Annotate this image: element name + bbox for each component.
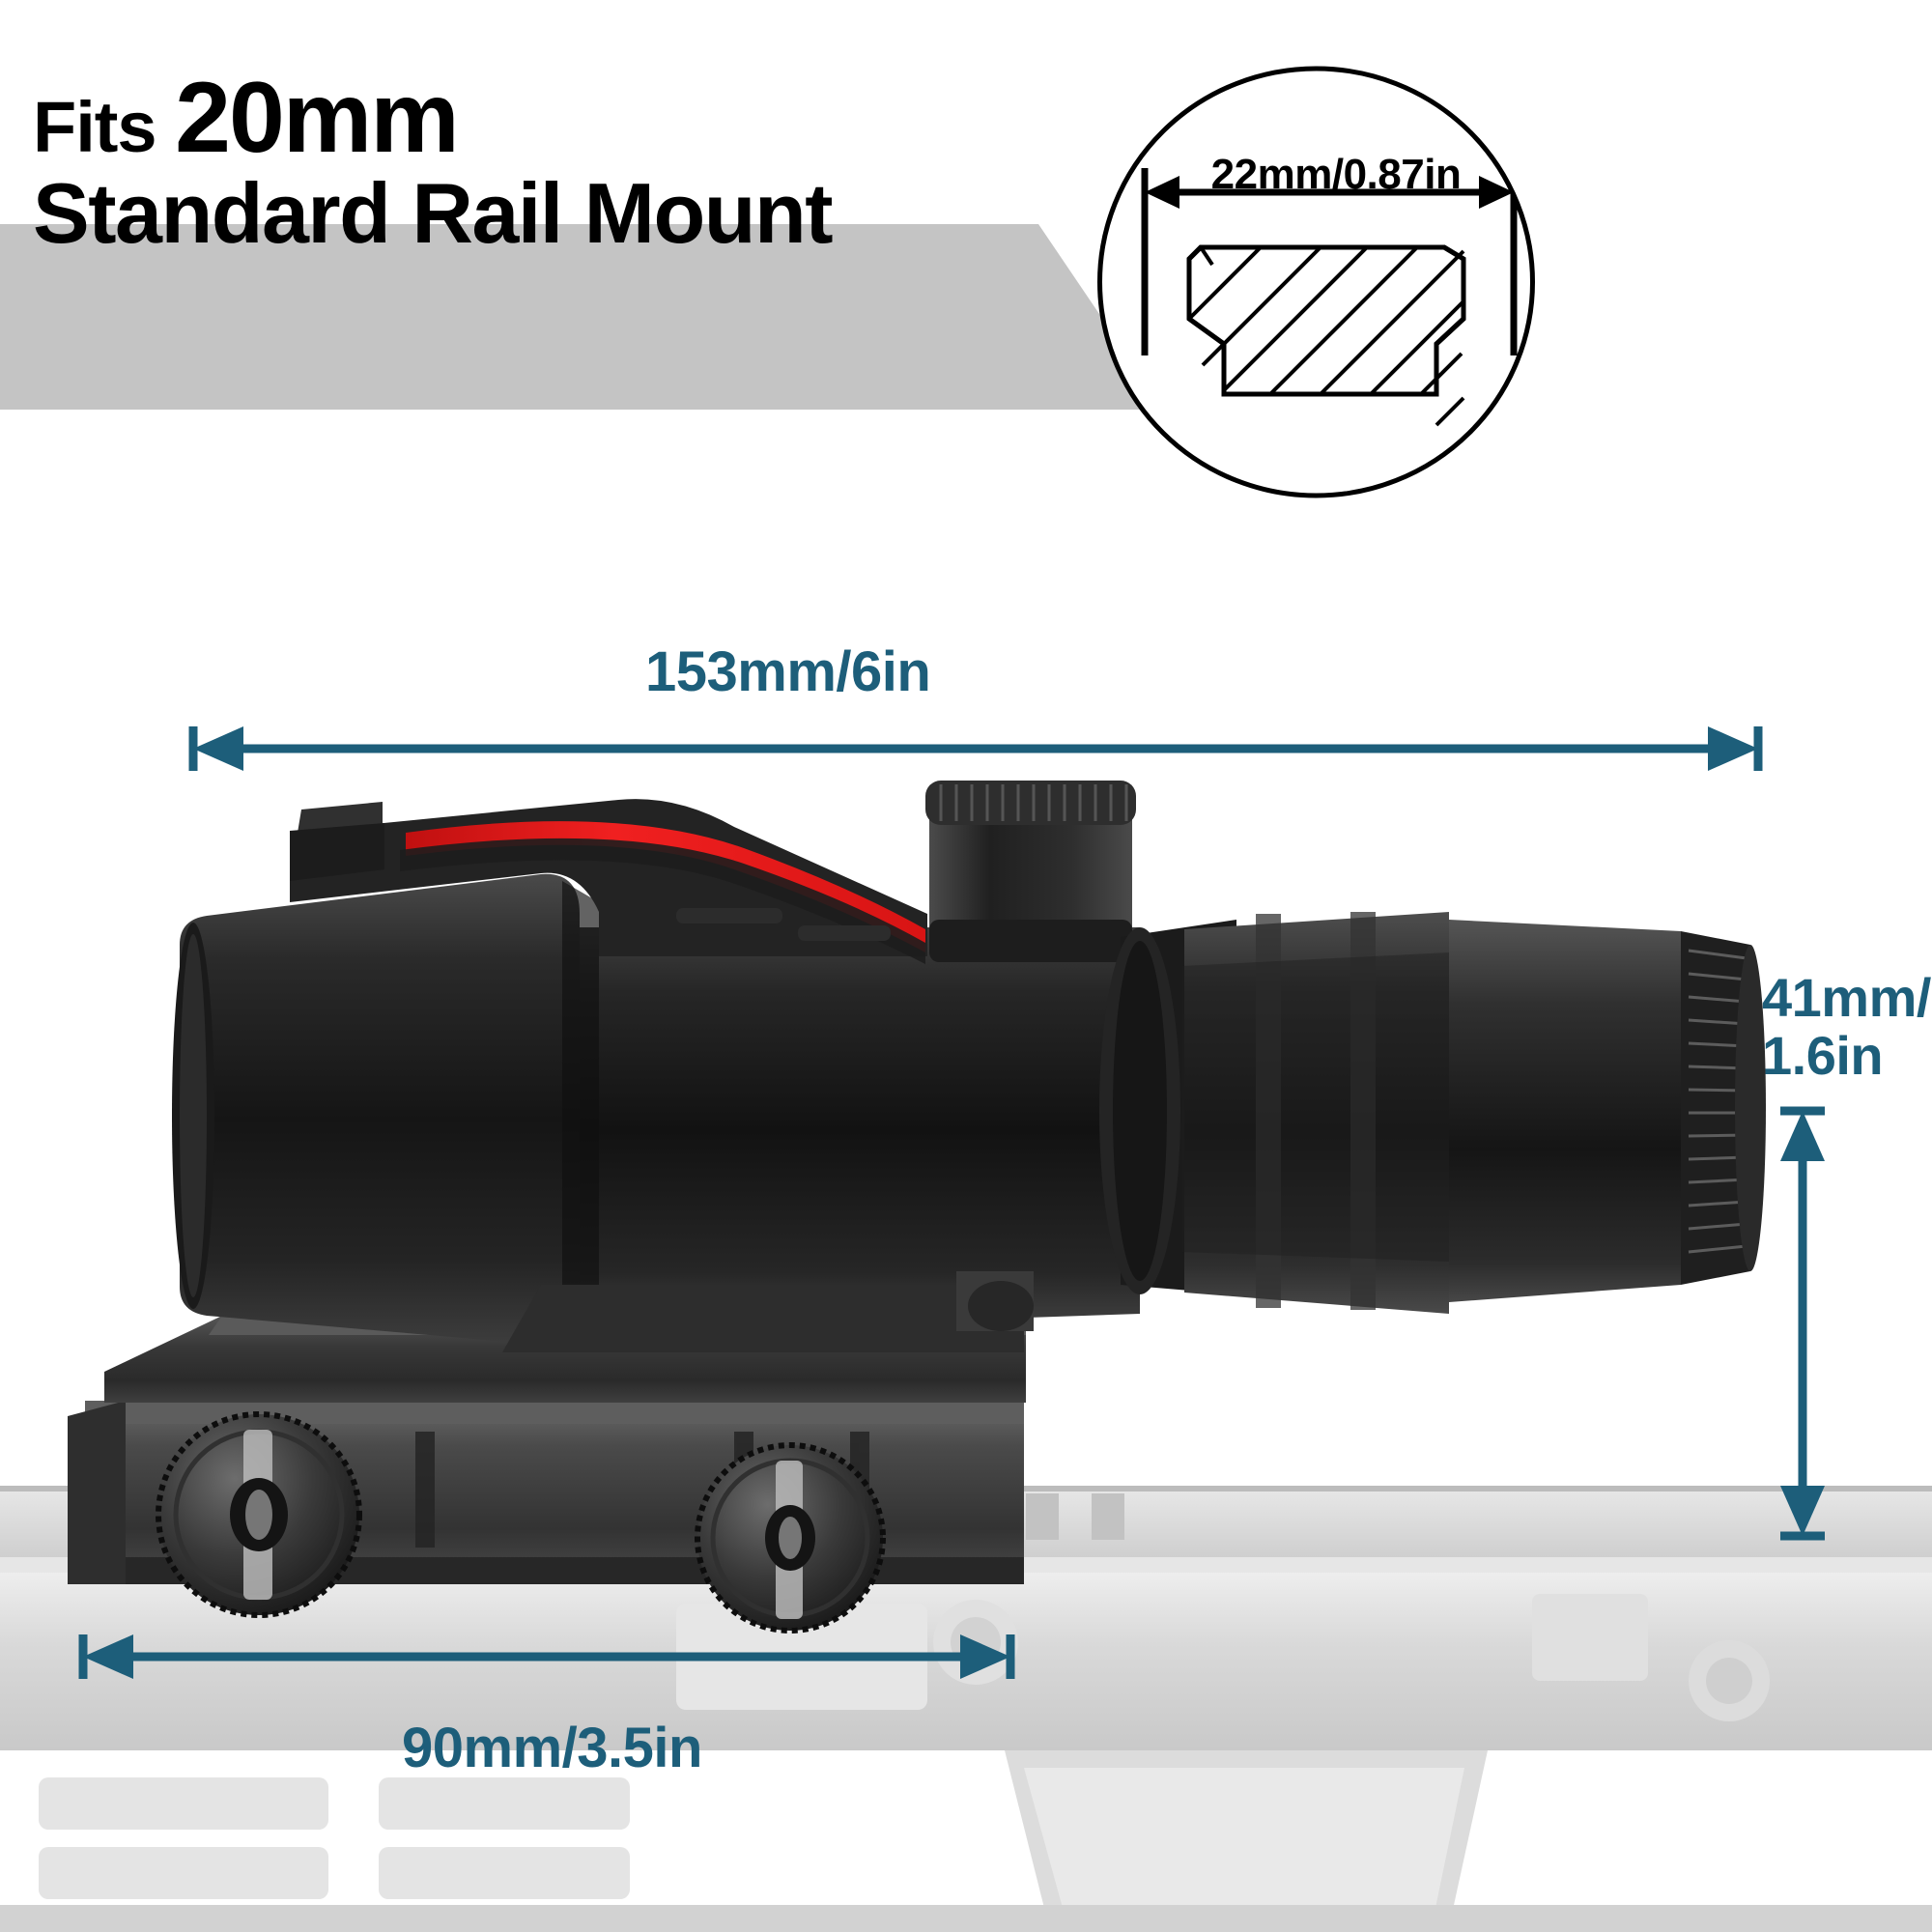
rail-cross-section-drawing	[1097, 66, 1535, 498]
banner-text-block: Fits 20mm Standard Rail Mount	[0, 68, 1082, 261]
elevation-turret	[925, 781, 1136, 962]
arrowhead-down-icon	[1780, 1486, 1825, 1536]
banner-line-1: Fits 20mm	[33, 68, 1082, 168]
eyepiece-knurling	[1688, 949, 1747, 1254]
base-length-dimension-label: 90mm/3.5in	[402, 1717, 702, 1779]
length-dimension-label: 153mm/6in	[645, 640, 931, 703]
inset-contents	[1141, 168, 1518, 427]
thumbscrew-rear	[695, 1442, 886, 1634]
scope-body	[172, 799, 1140, 1346]
arrowhead-right-icon	[1708, 726, 1758, 771]
eyepiece-barrel	[1449, 920, 1681, 1302]
height-label-line-1: 41mm/	[1762, 967, 1931, 1028]
arrowhead-left-icon	[193, 726, 243, 771]
rail-profile	[1186, 244, 1466, 427]
banner-size-value: 20mm	[175, 62, 460, 174]
picatinny-mount-base	[68, 1316, 1026, 1584]
length-dimension	[188, 726, 1763, 771]
arrowhead-up-icon	[1780, 1111, 1825, 1161]
fits-rail-banner: Fits 20mm Standard Rail Mount	[0, 68, 1164, 410]
inset-dimension-label: 22mm/0.87in	[1210, 151, 1462, 198]
thumbscrew-front	[156, 1411, 362, 1618]
arrowhead-left-icon	[1145, 176, 1179, 209]
banner-fits-word: Fits	[33, 87, 176, 167]
height-dimension	[1780, 1106, 1825, 1541]
fiber-optic-strip	[406, 821, 925, 952]
scope-foot	[502, 1271, 1034, 1352]
banner-shape	[0, 224, 1164, 410]
objective-bell	[180, 873, 580, 1346]
eyepiece-section	[1182, 912, 1766, 1314]
arrowhead-right-icon	[960, 1634, 1010, 1679]
height-label-line-2: 1.6in	[1762, 1025, 1884, 1087]
windage-turret	[1099, 920, 1236, 1294]
arrowhead-right-icon	[1479, 176, 1514, 209]
rail-cross-section-inset: 22mm/0.87in	[1096, 66, 1536, 498]
eyepiece-ring	[1681, 931, 1750, 1285]
top-shroud	[290, 799, 927, 956]
banner-line-2: Standard Rail Mount	[33, 165, 834, 261]
height-dimension-label: 41mm/ 1.6in	[1762, 967, 1931, 1087]
base-length-dimension	[78, 1634, 1015, 1679]
arrowhead-left-icon	[83, 1634, 133, 1679]
